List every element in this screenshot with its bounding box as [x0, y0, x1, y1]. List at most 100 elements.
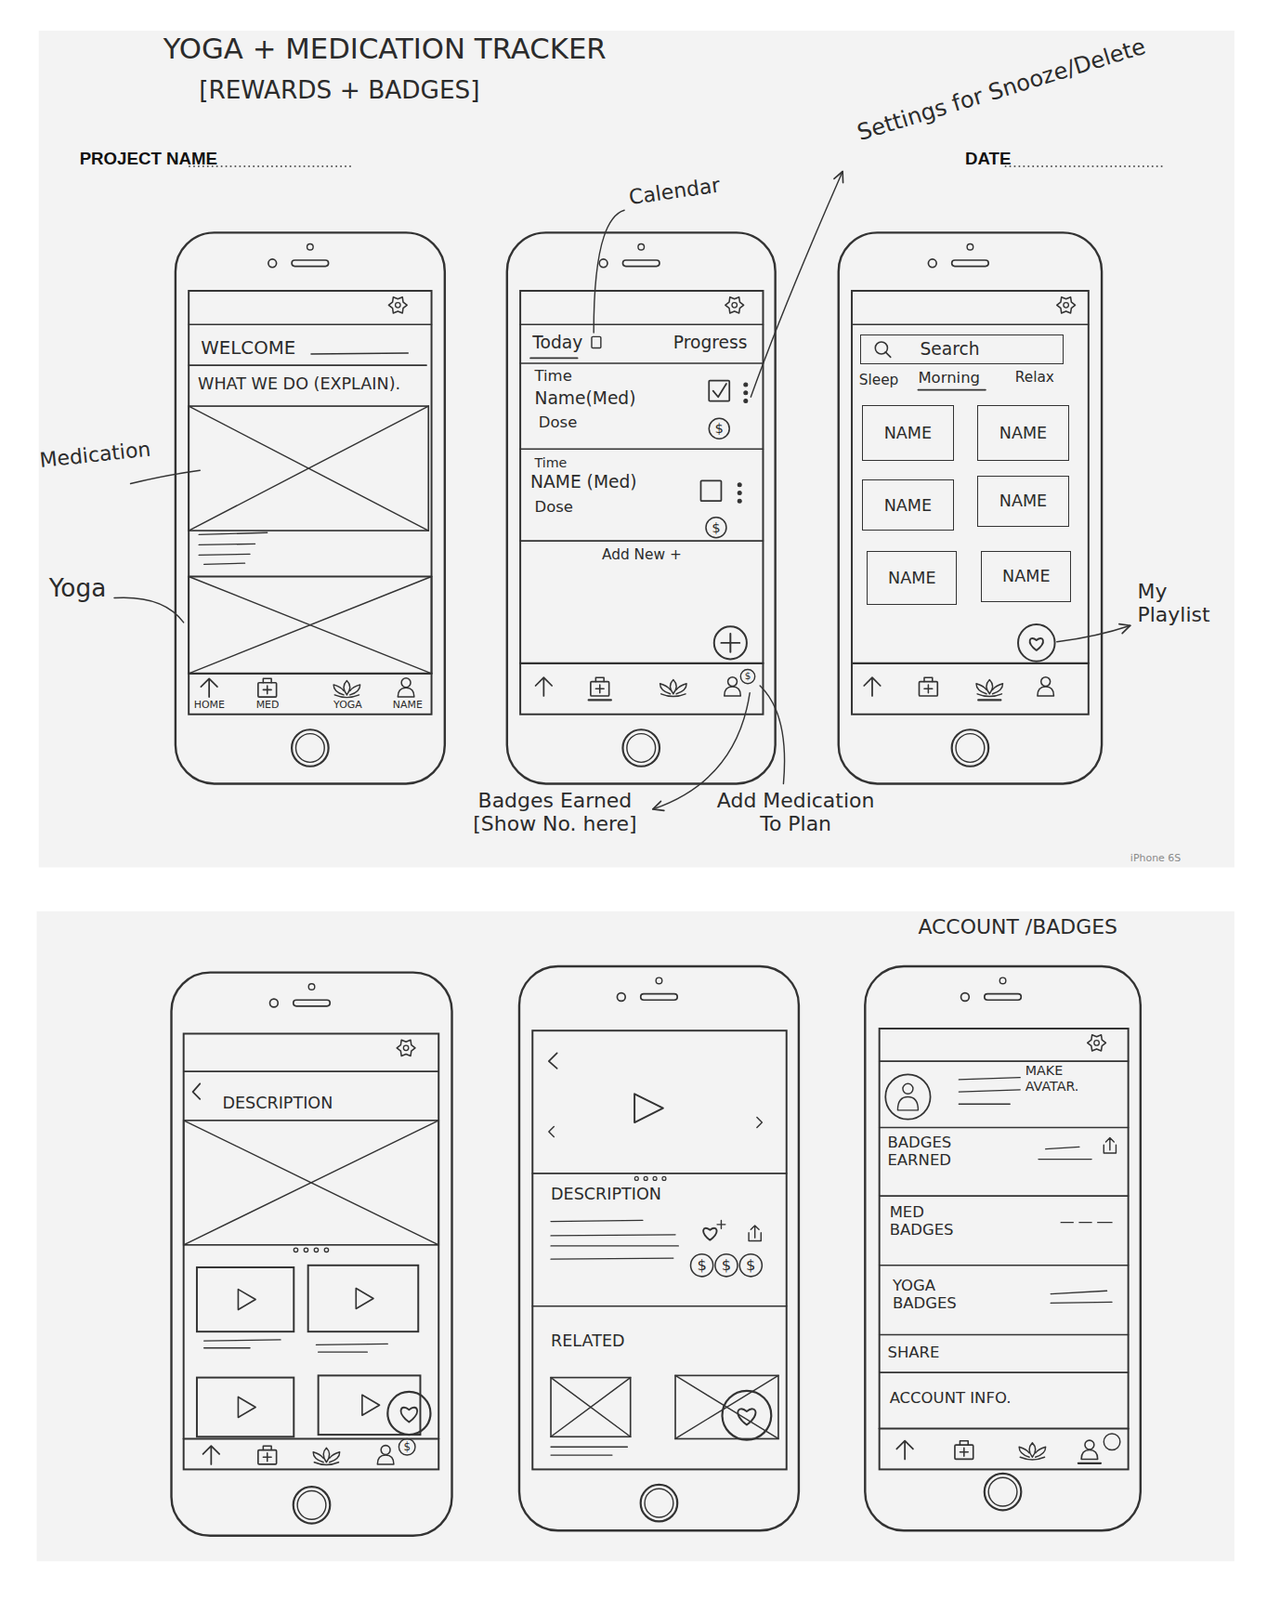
phone-sensor — [638, 243, 645, 250]
search-icon — [885, 352, 890, 357]
med-icon — [258, 682, 277, 697]
phone-speaker — [291, 260, 329, 267]
profile-icon — [377, 1454, 394, 1464]
video-thumbnail — [308, 1265, 419, 1332]
leader-line — [759, 685, 784, 784]
page-dots — [293, 1247, 298, 1252]
text-placeholder — [198, 553, 250, 555]
sketch-label: RELATED — [550, 1331, 626, 1350]
yoga-tile: NAME — [980, 550, 1072, 602]
back-chevron — [193, 1083, 201, 1098]
text-placeholder — [1038, 1158, 1092, 1160]
active-tab-underline — [978, 698, 1001, 701]
profile-icon — [397, 687, 415, 697]
sheet-title: YOGA + MEDICATION TRACKER — [163, 32, 607, 66]
text-placeholder — [1060, 1221, 1073, 1223]
med-icon — [258, 1449, 277, 1464]
active-tab-underline — [917, 389, 985, 392]
med-icon — [924, 684, 933, 693]
node-label: NAME — [884, 496, 932, 515]
phone-outline — [175, 232, 445, 784]
divider — [520, 539, 763, 542]
text-placeholder — [550, 1453, 613, 1455]
avatar-circle — [885, 1073, 930, 1119]
phone-camera — [268, 259, 277, 268]
sketch-label: PROJECT NAME — [79, 148, 218, 169]
sketch-label: WHAT WE DO (EXPLAIN). — [197, 374, 401, 393]
sketch-label: HOME — [194, 699, 225, 712]
play-icon — [237, 1289, 256, 1310]
text-placeholder — [958, 1103, 1010, 1105]
share-icon — [748, 1225, 761, 1241]
settings-gear — [388, 297, 407, 314]
sketch-label: NAME — [392, 699, 423, 712]
coin-icon — [398, 1437, 416, 1455]
sketch-label: ACCOUNT /BADGES — [917, 914, 1118, 939]
yoga-image — [188, 575, 432, 673]
page-dots — [324, 1247, 328, 1252]
settings-gear — [395, 302, 401, 308]
settings-gear — [403, 1044, 408, 1050]
sketch-label: [REWARDS + BADGES] — [198, 76, 480, 105]
yoga-image — [188, 575, 432, 673]
home-button — [984, 1473, 1022, 1511]
page-dots — [662, 1175, 667, 1180]
yoga-tile: NAME — [862, 479, 954, 531]
divider — [532, 1172, 786, 1175]
profile-icon — [401, 678, 411, 688]
share-icon — [1103, 1137, 1116, 1153]
node-label: NAME — [884, 423, 932, 443]
phone-screen — [879, 1028, 1129, 1469]
page-dots — [303, 1247, 308, 1252]
home-icon — [535, 677, 553, 696]
profile-icon — [1041, 677, 1051, 687]
text-placeholder — [550, 1257, 674, 1259]
carousel-chevron — [757, 1117, 762, 1128]
home-button — [297, 1489, 327, 1519]
video-thumbnail — [318, 1374, 421, 1435]
phone-sensor — [308, 983, 315, 991]
phone-sensor — [307, 243, 314, 250]
coin-symbol: $ — [740, 668, 755, 683]
video-thumbnail — [196, 1377, 294, 1437]
text-placeholder — [1050, 1290, 1107, 1294]
coin-icon — [715, 1253, 738, 1277]
phone-screen — [532, 1030, 786, 1469]
node-label: Search — [919, 339, 980, 359]
heart-icon — [703, 1227, 717, 1241]
tab-bar-line — [520, 662, 763, 665]
med-icon — [954, 1444, 974, 1459]
sketch-label: Dose — [534, 498, 573, 517]
text-placeholder — [315, 1343, 388, 1345]
sketch-label: BADGES EARNED — [887, 1134, 984, 1170]
divider — [520, 447, 763, 450]
sketch-label: MAKE AVATAR. — [1025, 1062, 1108, 1094]
phone-outline — [864, 966, 1141, 1530]
playlist-button — [722, 1390, 772, 1440]
coin-symbol: $ — [708, 417, 730, 439]
divider — [879, 1333, 1129, 1336]
hero-image — [183, 1120, 440, 1245]
sketch-label: Relax — [1015, 369, 1055, 387]
coin-icon — [739, 1253, 762, 1277]
sketch-label: YOGA BADGES — [892, 1277, 969, 1313]
coin-symbol: $ — [705, 517, 727, 538]
coin-symbol: $ — [691, 1253, 714, 1277]
sketch-label: Progress — [673, 332, 748, 353]
text-placeholder — [550, 1446, 627, 1448]
page-dots — [313, 1247, 318, 1252]
sketch-label: MED — [256, 699, 280, 712]
phone-speaker — [293, 999, 331, 1006]
home-button — [955, 733, 985, 763]
text-placeholder — [204, 562, 246, 564]
back-chevron — [548, 1052, 558, 1068]
text-placeholder — [550, 1244, 679, 1246]
text-placeholder — [204, 1346, 250, 1348]
tab-bar-line — [851, 662, 1089, 665]
text-placeholder — [204, 1339, 281, 1341]
med-icon — [924, 677, 933, 681]
phone-sensor — [999, 977, 1006, 984]
sketch-label: Add New + — [601, 547, 682, 564]
divider — [183, 1070, 440, 1072]
arrow-head — [1119, 624, 1131, 634]
